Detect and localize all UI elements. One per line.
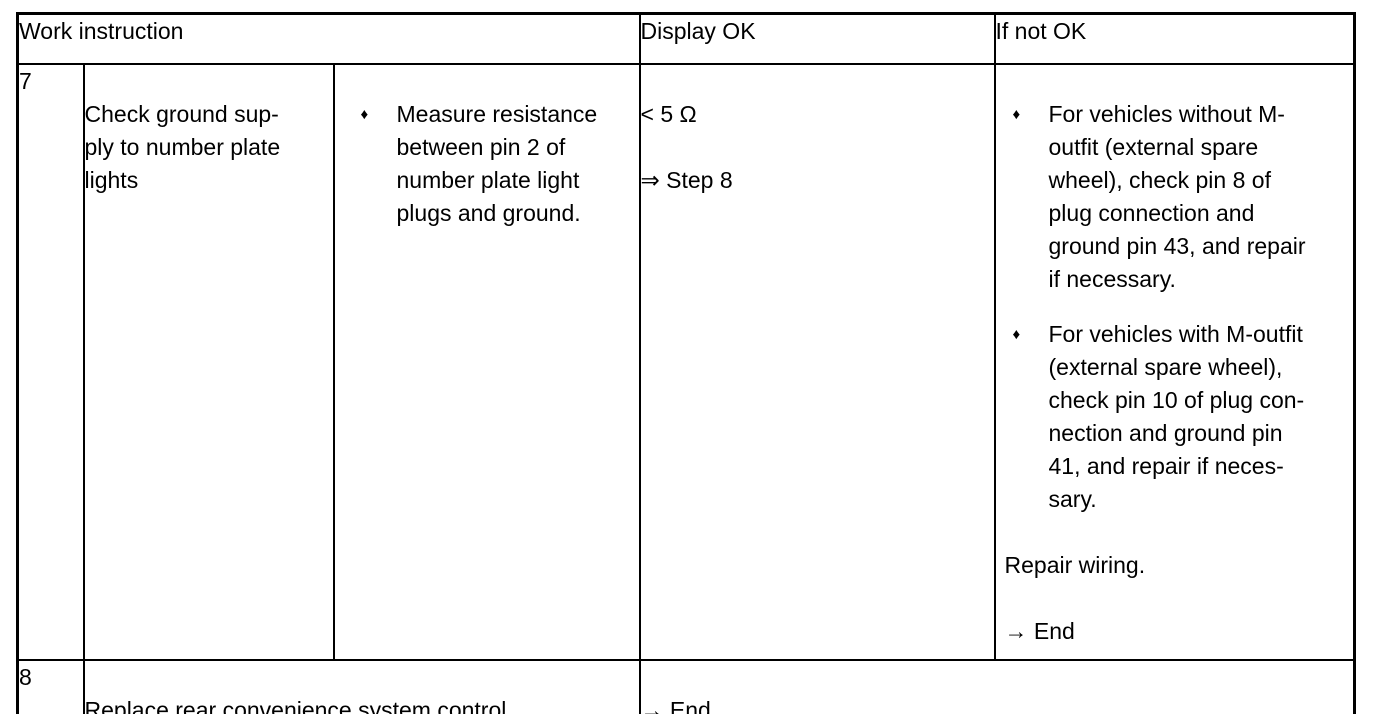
display-ok-next-step: ⇒ Step 8	[640, 166, 733, 193]
if-not-ok-bullet-text: For vehicles with M-outfit (external spa…	[1048, 320, 1305, 512]
if-not-ok-cell: ♦ For vehicles without M- outfit (extern…	[993, 62, 1356, 661]
result-cell: → End	[638, 658, 1356, 714]
diamond-bullet-icon: ♦	[1012, 105, 1021, 123]
display-ok-value: < 5 Ω	[640, 100, 697, 127]
table-header-row: Work instruction Display OK If not OK	[16, 12, 1356, 65]
column-header-if-not-ok: If not OK	[993, 12, 1356, 65]
end-step-text: → End	[640, 696, 711, 714]
instruction-text: Check ground sup- ply to number plate li…	[84, 100, 281, 193]
if-not-ok-bullet-item: ♦ For vehicles without M- outfit (extern…	[997, 98, 1353, 296]
procedure-cell: ♦ Measure resistance between pin 2 of nu…	[332, 62, 641, 661]
procedure-bullet-item: ♦ Measure resistance between pin 2 of nu…	[336, 98, 638, 230]
step-number: 8	[16, 658, 85, 714]
instruction-cell: Check ground sup- ply to number plate li…	[82, 62, 335, 661]
if-not-ok-bullet-item: ♦ For vehicles with M-outfit (external s…	[997, 318, 1353, 516]
diamond-bullet-icon: ♦	[1012, 325, 1021, 343]
instruction-text: Replace rear convenience system control …	[84, 696, 507, 714]
end-step-text: → End	[1004, 617, 1075, 644]
procedure-bullet-text: Measure resistance between pin 2 of numb…	[396, 100, 598, 226]
step-number: 7	[16, 62, 85, 661]
repair-action-text: Repair wiring.	[1004, 551, 1146, 578]
table-row-step-7: 7 Check ground sup- ply to number plate …	[16, 62, 1356, 661]
if-not-ok-content: ♦ For vehicles without M- outfit (extern…	[997, 98, 1353, 644]
column-header-work-instruction: Work instruction	[16, 12, 641, 65]
table-row-step-8: 8 Replace rear convenience system contro…	[16, 658, 1356, 714]
column-header-display-ok: Display OK	[638, 12, 996, 65]
diamond-bullet-icon: ♦	[360, 105, 369, 123]
if-not-ok-bullet-text: For vehicles without M- outfit (external…	[1048, 100, 1306, 292]
display-ok-cell: < 5 Ω ⇒ Step 8	[638, 62, 996, 661]
if-not-ok-footer: Repair wiring. → End	[997, 516, 1353, 658]
instruction-cell: Replace rear convenience system control …	[82, 658, 641, 714]
diagnostic-table: Work instruction Display OK If not OK 7 …	[16, 12, 1356, 714]
